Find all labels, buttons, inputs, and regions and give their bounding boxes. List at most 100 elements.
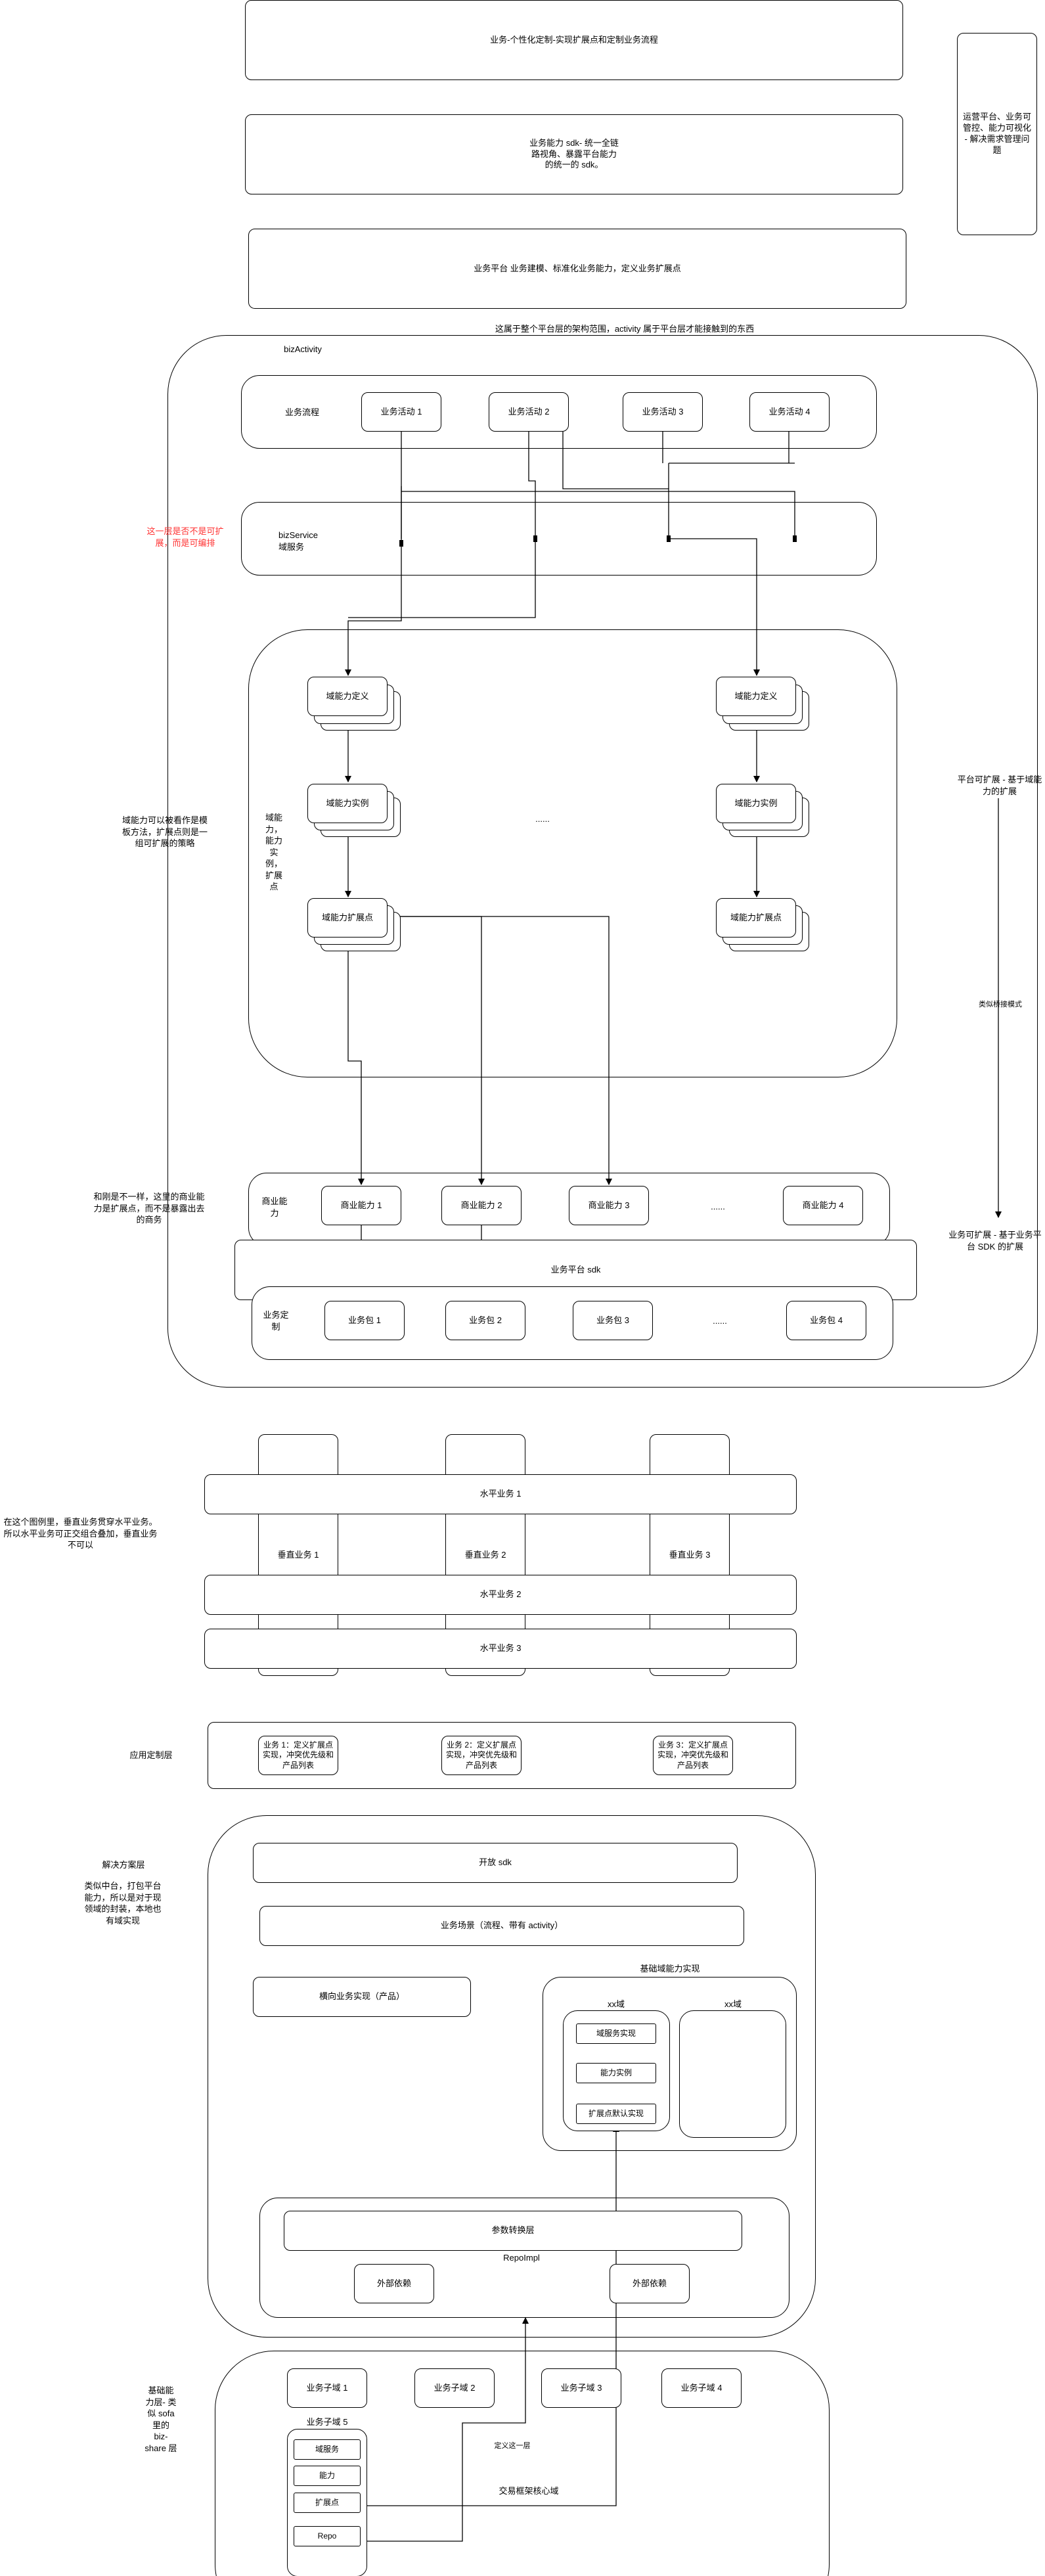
subdomain-3-label: 业务子域 3 xyxy=(560,2382,602,2393)
matrix-note: 在这个图例里，垂直业务贯穿水平业务。所以水平业务可正交组合叠加，垂直业务不可以 xyxy=(3,1517,158,1550)
open-sdk: 开放 sdk xyxy=(253,1843,738,1883)
business-ability-1: 商业能力 1 xyxy=(321,1186,401,1225)
domain-definition-left: 域能力定义 xyxy=(307,677,388,716)
solution-note: 类似中台，打包平台能力，所以是对于现领域的封装，本地也有域实现 xyxy=(84,1881,162,1926)
activity-1: 业务活动 1 xyxy=(361,392,441,432)
layer-platform: 业务平台 业务建模、标准化业务能力，定义业务扩展点 xyxy=(248,229,906,309)
default-extension-impl: 扩展点默认实现 xyxy=(576,2104,656,2124)
subdomain-1: 业务子域 1 xyxy=(287,2368,367,2408)
layer-sdk-text: 业务能力 sdk- 统一全链路视角、暴露平台能力的统一的 sdk。 xyxy=(529,137,619,170)
param-convert-layer: 参数转换层 xyxy=(284,2211,742,2251)
solution-label: 解决方案层 xyxy=(102,1860,145,1870)
app-custom-item-3: 业务 3：定义扩展点实现，冲突优先级和产品列表 xyxy=(653,1736,733,1775)
business-ability-label: 商业能力 xyxy=(261,1196,288,1218)
horizontal-impl: 横向业务实现（产品） xyxy=(253,1977,471,2017)
subdomain-4-label: 业务子域 4 xyxy=(680,2382,723,2393)
app-custom-item-1-label: 业务 1：定义扩展点实现，冲突优先级和产品列表 xyxy=(263,1740,334,1770)
param-convert-label: 参数转换层 xyxy=(491,2225,535,2236)
service-joint-3 xyxy=(667,535,671,542)
horizontal-3-label: 水平业务 3 xyxy=(479,1643,522,1654)
subdomain-4: 业务子域 4 xyxy=(661,2368,742,2408)
package-4-label: 业务包 4 xyxy=(810,1315,843,1325)
subdomain-5-extension: 扩展点 xyxy=(294,2493,361,2513)
app-custom-label: 应用定制层 xyxy=(129,1750,173,1760)
domain-note: 域能力可以被看作是模板方法，扩展点则是一组可扩展的策略 xyxy=(122,815,208,849)
business-ability-2: 商业能力 2 xyxy=(441,1186,522,1225)
base-layer-label: 基础能力层- 类似 sofa 里的 biz-share 层 xyxy=(145,2385,177,2453)
domain-extension-right-label: 域能力扩展点 xyxy=(730,912,782,922)
vertical-3-label: 垂直业务 3 xyxy=(669,1549,711,1560)
domain-instance-left: 域能力实例 xyxy=(307,784,388,823)
activity-4: 业务活动 4 xyxy=(749,392,830,432)
external-dep-2-label: 外部依赖 xyxy=(632,2278,667,2288)
business-ability-4: 商业能力 4 xyxy=(783,1186,863,1225)
service-joint-1 xyxy=(399,540,403,547)
platform-sdk-label: 业务平台 sdk xyxy=(550,1264,601,1275)
domain-group xyxy=(248,629,897,1077)
operations-platform-text: 运营平台、业务可管控、能力可视化 - 解决需求管理问题 xyxy=(962,112,1031,155)
package-1-label: 业务包 1 xyxy=(348,1315,381,1325)
domain-extension-right: 域能力扩展点 xyxy=(716,898,796,938)
package-2: 业务包 2 xyxy=(445,1301,525,1340)
app-custom-item-2-label: 业务 2：定义扩展点实现，冲突优先级和产品列表 xyxy=(446,1740,518,1770)
xx-domain-left-label: xx域 xyxy=(607,1999,625,2009)
process-label: 业务流程 xyxy=(284,407,319,417)
activity-3-label: 业务活动 3 xyxy=(642,406,684,417)
domain-service-impl-label: 域服务实现 xyxy=(596,2028,636,2038)
external-dep-1: 外部依赖 xyxy=(354,2264,434,2303)
domain-definition-right: 域能力定义 xyxy=(716,677,796,716)
bridge-note: 类似桥接模式 xyxy=(979,1001,1022,1008)
vertical-2-label: 垂直业务 2 xyxy=(464,1549,506,1560)
package-1: 业务包 1 xyxy=(324,1301,405,1340)
subdomain-5-repo-label: Repo xyxy=(317,2531,337,2541)
service-label: bizService 域服务 xyxy=(278,530,318,552)
business-ability-note: 和刚是不一样，这里的商业能力是扩展点，而不是暴露出去的商务 xyxy=(93,1192,205,1225)
subdomain-2-label: 业务子域 2 xyxy=(434,2382,476,2393)
layer-personalized-text: 业务-个性化定制-实现扩展点和定制业务流程 xyxy=(490,34,658,45)
business-ability-3-label: 商业能力 3 xyxy=(588,1200,630,1210)
biz-activity-title: bizActivity xyxy=(284,344,322,354)
xx-domain-right xyxy=(679,2010,786,2138)
subdomain-2: 业务子域 2 xyxy=(414,2368,495,2408)
domain-ellipsis: ...... xyxy=(535,814,550,824)
domain-definition-right-label: 域能力定义 xyxy=(734,690,778,701)
horizontal-1-label: 水平业务 1 xyxy=(479,1489,522,1499)
service-row xyxy=(241,502,877,576)
customization-label: 业务定制 xyxy=(263,1310,289,1332)
domain-service-impl: 域服务实现 xyxy=(576,2023,656,2044)
default-extension-impl-label: 扩展点默认实现 xyxy=(588,2108,644,2118)
business-ability-3: 商业能力 3 xyxy=(569,1186,649,1225)
activity-2: 业务活动 2 xyxy=(489,392,569,432)
open-sdk-label: 开放 sdk xyxy=(479,1857,512,1868)
horizontal-3: 水平业务 3 xyxy=(204,1629,797,1669)
business-scenario-label: 业务场景（流程、带有 activity） xyxy=(440,1920,564,1931)
define-layer-label: 定义这一层 xyxy=(486,2441,539,2451)
package-3: 业务包 3 xyxy=(573,1301,653,1340)
process-row xyxy=(241,375,877,449)
subdomain-5-service-label: 域服务 xyxy=(315,2444,339,2454)
domain-extension-left-label: 域能力扩展点 xyxy=(321,912,373,922)
subdomain-1-label: 业务子域 1 xyxy=(306,2382,348,2393)
business-extension-note: 业务可扩展 - 基于业务平台 SDK 的扩展 xyxy=(948,1230,1042,1252)
activity-3: 业务活动 3 xyxy=(623,392,703,432)
base-domain-impl xyxy=(543,1977,797,2151)
package-2-label: 业务包 2 xyxy=(469,1315,502,1325)
domain-instance-right-label: 域能力实例 xyxy=(734,798,778,808)
service-joint-4 xyxy=(793,535,797,542)
subdomain-5-ability: 能力 xyxy=(294,2466,361,2486)
horizontal-2: 水平业务 2 xyxy=(204,1575,797,1615)
activity-4-label: 业务活动 4 xyxy=(768,406,811,417)
domain-definition-left-label: 域能力定义 xyxy=(326,690,369,701)
activity-2-label: 业务活动 2 xyxy=(508,406,550,417)
subdomain-5-extension-label: 扩展点 xyxy=(315,2497,339,2507)
subdomain-5-service: 域服务 xyxy=(294,2439,361,2460)
activity-1-label: 业务活动 1 xyxy=(380,406,422,417)
subdomain-5-repo: Repo xyxy=(294,2526,361,2546)
package-ellipsis: ...... xyxy=(713,1316,727,1326)
ability-instance: 能力实例 xyxy=(576,2063,656,2083)
package-3-label: 业务包 3 xyxy=(596,1315,629,1325)
domain-instance-left-label: 域能力实例 xyxy=(326,798,369,808)
vertical-1-label: 垂直业务 1 xyxy=(277,1549,319,1560)
scope-note: 这属于整个平台层的架构范围，activity 属于平台层才能接触到的东西 xyxy=(495,324,755,334)
